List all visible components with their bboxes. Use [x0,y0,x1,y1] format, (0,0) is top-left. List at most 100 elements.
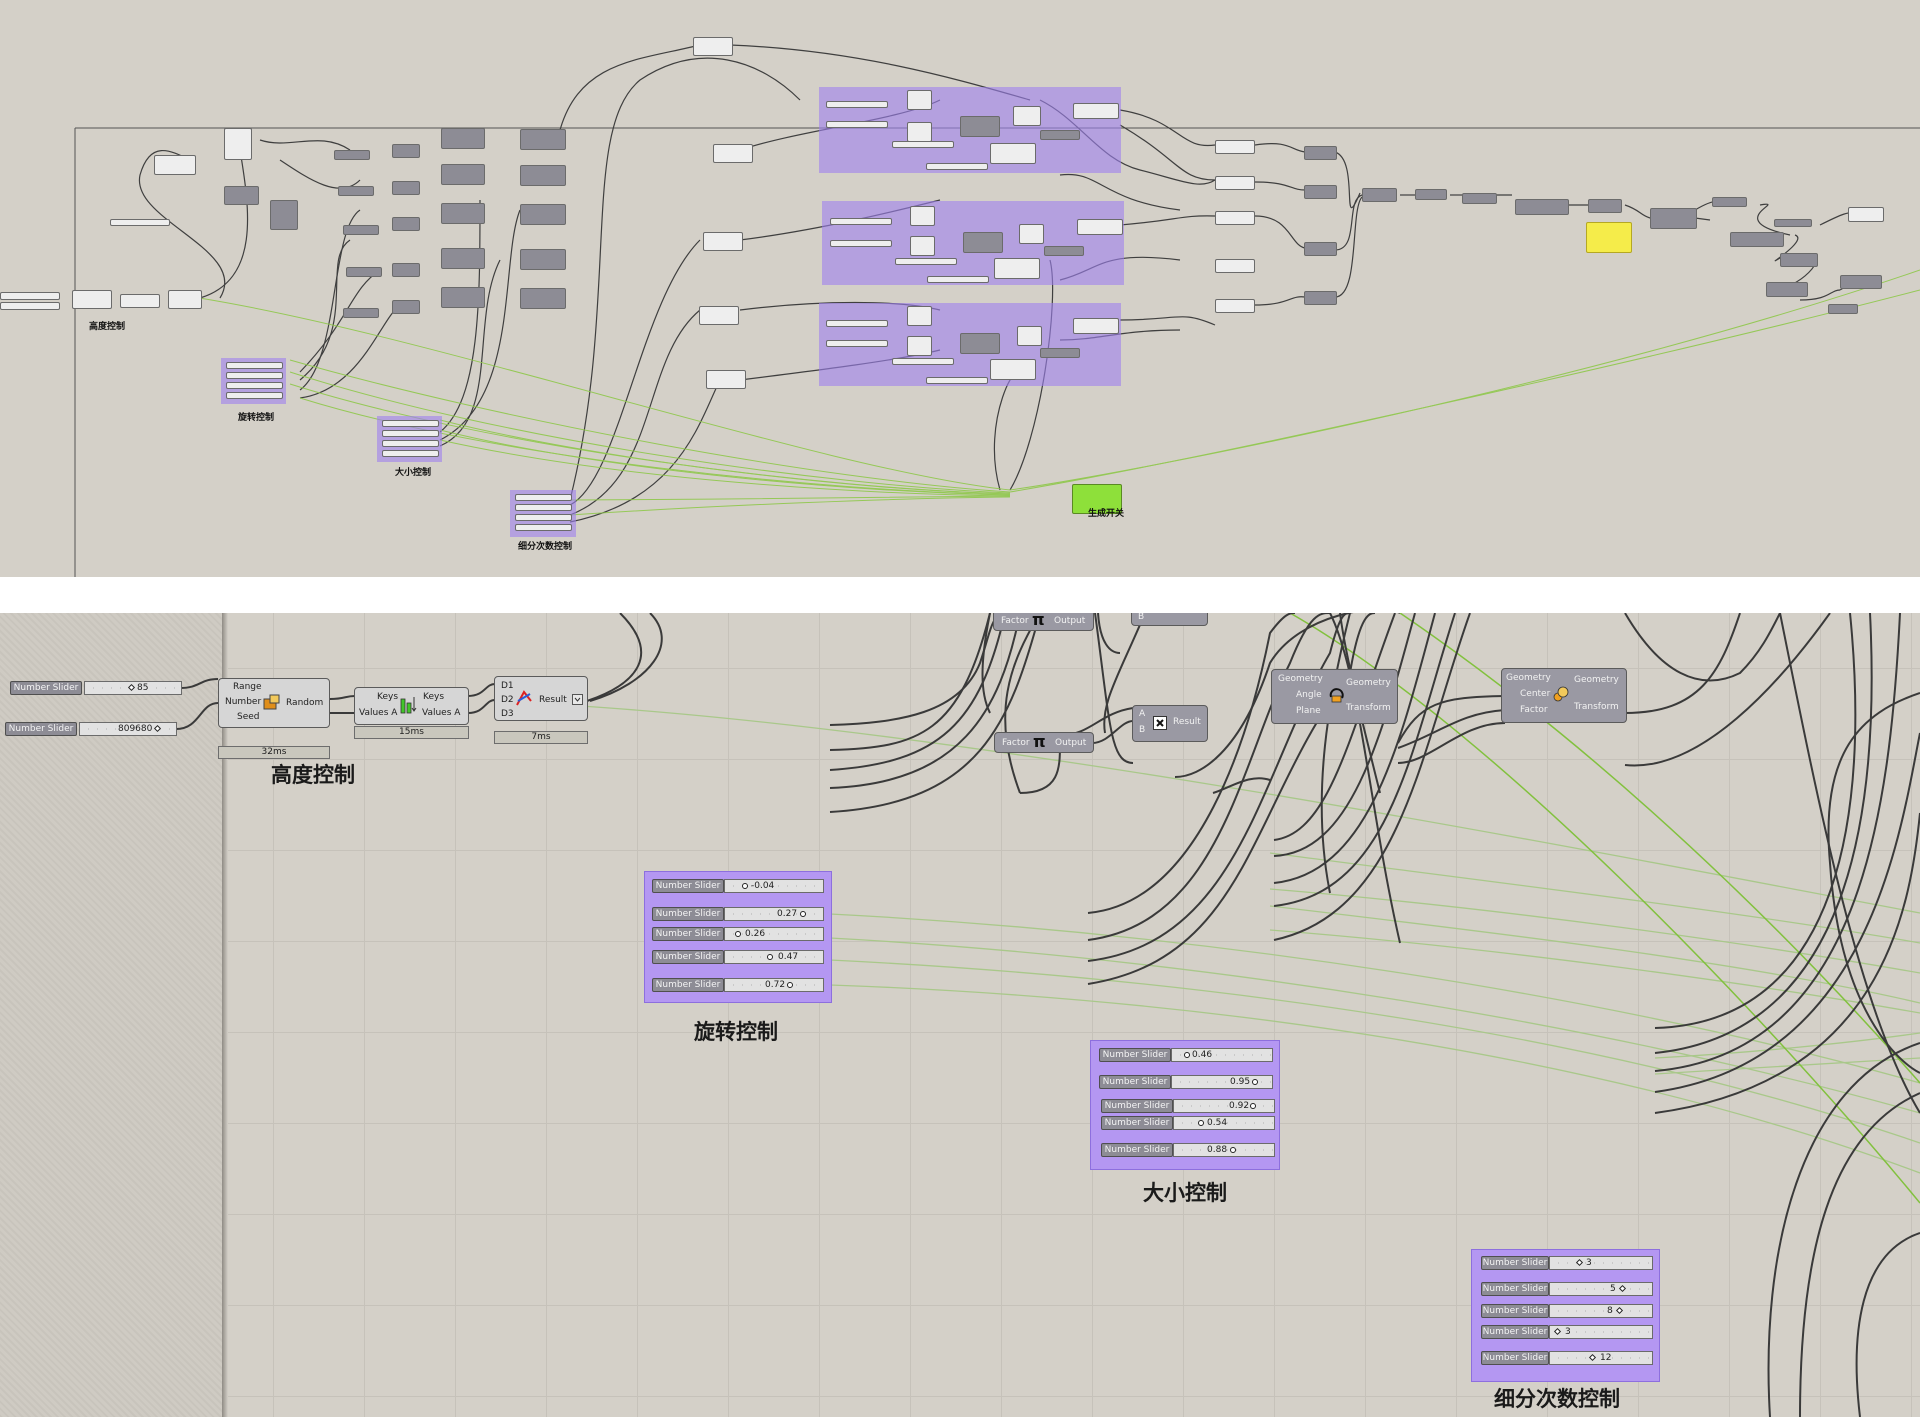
overview-canvas[interactable]: 高度控制 旋转控制 大小控制 细分次数控制 生成开关 [0,0,1920,577]
number-slider[interactable]: Number Slider 12 [1481,1351,1653,1365]
slider-track[interactable]: 3 [1549,1325,1653,1339]
number-slider[interactable]: Number Slider -0.04 [652,879,824,893]
number-slider[interactable]: Number Slider 3 [1481,1256,1653,1270]
mini-component[interactable] [441,128,485,149]
number-slider[interactable]: Number Slider 809680 [5,722,177,736]
mini-slider[interactable] [515,504,572,511]
mini-component[interactable] [441,248,485,269]
mini-component[interactable] [1304,242,1337,256]
slider-track[interactable]: 85 [84,681,182,695]
mini-component[interactable] [1040,130,1080,140]
mini-slider[interactable] [830,218,892,225]
mini-component[interactable] [224,128,252,160]
number-slider[interactable]: Number Slider 5 [1481,1282,1653,1296]
mini-component[interactable] [1304,185,1337,199]
mini-component[interactable] [334,150,370,160]
mini-component[interactable] [1362,188,1397,202]
mini-slider[interactable] [892,141,954,148]
mini-slider[interactable] [515,494,572,501]
mini-component[interactable] [1712,197,1747,207]
mini-component[interactable] [703,232,743,251]
mini-slider[interactable] [110,219,170,226]
mini-slider[interactable] [0,292,60,300]
mini-slider[interactable] [382,450,439,457]
slider-track[interactable]: 3 [1549,1256,1653,1270]
scale-component[interactable]: Geometry Center Factor Geometry Transfor… [1501,668,1627,723]
mini-component[interactable] [520,204,566,225]
mini-component[interactable] [990,143,1036,164]
mini-component[interactable] [706,370,746,389]
mini-slider[interactable] [226,372,283,379]
mini-slider[interactable] [830,240,892,247]
mini-slider[interactable] [826,340,888,347]
slider-knob[interactable] [1588,1353,1597,1362]
mini-slider[interactable] [826,121,888,128]
mini-component[interactable] [1073,318,1119,334]
mini-slider[interactable] [826,320,888,327]
mini-slider[interactable] [826,101,888,108]
slider-knob[interactable] [735,931,741,937]
mini-component[interactable] [907,122,932,142]
slider-track[interactable]: 8 [1549,1304,1653,1318]
slider-track[interactable]: 0.26 [724,927,824,941]
slider-track[interactable]: 0.27 [724,907,824,921]
mini-component[interactable] [1840,275,1882,289]
mini-component[interactable] [907,90,932,110]
mini-component[interactable] [441,164,485,185]
mini-slider[interactable] [0,302,60,310]
mini-component[interactable] [168,290,202,309]
mini-slider[interactable] [382,430,439,437]
slider-knob[interactable] [153,724,162,733]
mini-component[interactable] [154,155,196,175]
mini-component[interactable] [346,267,382,277]
mini-component[interactable] [392,300,420,314]
mini-slider[interactable] [226,382,283,389]
mini-component[interactable] [713,144,753,163]
slider-knob[interactable] [127,683,136,692]
mini-component[interactable] [907,336,932,356]
mini-component[interactable] [1780,253,1818,267]
mini-component[interactable] [1415,189,1447,200]
slider-track[interactable]: 0.46 [1171,1048,1273,1062]
mini-slider[interactable] [515,524,572,531]
mini-component[interactable] [1515,199,1569,215]
number-slider[interactable]: Number Slider 0.26 [652,927,824,941]
mini-component[interactable] [441,203,485,224]
mini-component[interactable] [1774,219,1812,227]
mini-component[interactable] [441,287,485,308]
number-slider[interactable]: Number Slider 0.88 [1101,1143,1275,1157]
number-slider[interactable]: Number Slider 0.27 [652,907,824,921]
mini-component[interactable] [960,116,1000,137]
mini-component[interactable] [343,225,379,235]
mini-component[interactable] [1304,291,1337,305]
mini-component[interactable] [1073,103,1119,119]
slider-knob[interactable] [1250,1103,1256,1109]
mini-component[interactable] [72,290,112,309]
slider-track[interactable]: 0.72 [724,978,824,992]
slider-track[interactable]: 0.95 [1171,1075,1273,1089]
mini-component[interactable] [699,306,739,325]
mini-component[interactable] [1215,259,1255,273]
mini-component[interactable] [1848,207,1884,222]
mini-component[interactable] [693,37,733,56]
multiplication-component[interactable]: A B Result [1132,705,1208,742]
mini-slider[interactable] [926,377,988,384]
mini-slider[interactable] [515,514,572,521]
number-slider[interactable]: Number Slider 3 [1481,1325,1653,1339]
slider-track[interactable]: 0.54 [1173,1116,1275,1130]
mini-component[interactable] [1040,348,1080,358]
mini-slider[interactable] [926,163,988,170]
slider-knob[interactable] [1575,1258,1584,1267]
mini-component[interactable] [1730,232,1784,247]
graph-mapper-component[interactable]: D1 D2 D3 Result [494,676,588,721]
mini-component[interactable] [1044,246,1084,256]
mini-component[interactable] [963,232,1003,253]
rotate-component[interactable]: Geometry Angle Plane Geometry Transform [1271,669,1398,724]
random-component[interactable]: Range Number Seed Random [218,678,330,728]
mini-component[interactable] [994,258,1040,279]
slider-track[interactable]: 0.47 [724,950,824,964]
mini-component[interactable] [338,186,374,196]
mini-component[interactable] [990,359,1036,380]
mini-component[interactable] [960,333,1000,354]
slider-knob[interactable] [1230,1147,1236,1153]
